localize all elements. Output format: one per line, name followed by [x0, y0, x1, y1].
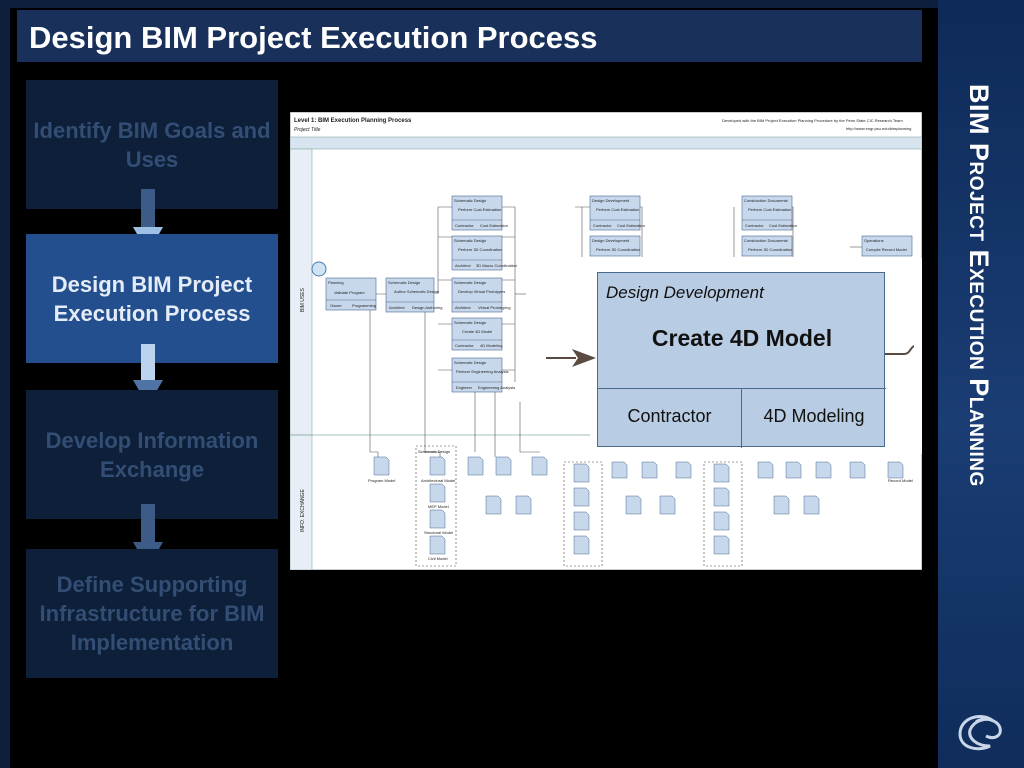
box-c2: Cost Estimation	[769, 223, 797, 228]
exchange-label: Architectural Model	[421, 478, 455, 483]
box-title: Develop Virtual Prototypes	[458, 289, 505, 294]
lane-info-exchange: INFO. EXCHANGE	[300, 489, 306, 532]
box-title: Perform 3D Coordination	[458, 247, 502, 252]
box-phase: Schematic Design	[454, 360, 486, 365]
box-title: Perform Cost Estimation	[596, 207, 639, 212]
level-title: Level 1: BIM Execution Planning Process	[294, 118, 412, 124]
box-phase: Construction Documents	[744, 238, 788, 243]
box-c1: Contractor	[593, 223, 612, 228]
slide-top-frame	[0, 0, 938, 8]
box-c2: Programming	[352, 303, 376, 308]
exchange-label: Record Model	[888, 478, 913, 483]
step-label: Define Supporting Infrastructure for BIM…	[39, 572, 265, 655]
callout-arrow-in	[546, 349, 596, 367]
project-title: Project Title	[294, 127, 321, 133]
box-c2: Engineering Analysis	[478, 385, 515, 390]
title-bar: Design BIM Project Execution Process	[17, 10, 922, 62]
box-c2: Virtual Prototyping	[478, 305, 511, 310]
penn-state-logo-icon	[958, 715, 1002, 751]
side-band	[938, 0, 1024, 768]
box-phase: Construction Documents	[744, 198, 788, 203]
box-phase: Operations	[864, 238, 884, 243]
callout-responsible-party: Contractor	[627, 406, 712, 426]
box-phase: Schematic Design	[388, 280, 420, 285]
box-c1: Architect	[455, 305, 471, 310]
box-phase: Schematic Design	[454, 198, 486, 203]
slide-title: Design BIM Project Execution Process	[29, 20, 598, 55]
box-c2: 3D Macro Coordination	[476, 263, 517, 268]
callout-divider	[598, 388, 886, 389]
callout-phase: Design Development	[606, 283, 764, 302]
exchange-label: Structural Model	[424, 530, 453, 535]
box-title: Perform Engineering Analysis	[456, 369, 508, 374]
exchange-label: Civil Model	[428, 556, 448, 561]
box-phase: Schematic Design	[454, 280, 486, 285]
box-phase: Design Development	[592, 238, 630, 243]
lane-bim-uses: BIM USES	[300, 287, 306, 312]
box-title: Perform 3D Coordination	[596, 247, 640, 252]
box-phase: Planning	[328, 280, 344, 285]
credit-url: http://www.engr.psu.edu/bimplanning	[846, 126, 911, 131]
box-title: Compile Record Model	[866, 247, 907, 252]
box-c2: Design Authoring	[412, 305, 442, 310]
step-label: Design BIM Project Execution Process	[51, 271, 253, 326]
callout-bim-use: 4D Modeling	[763, 406, 865, 426]
box-phase: Schematic Design	[454, 238, 486, 243]
box-c2: Cost Estimation	[617, 223, 645, 228]
side-title: BIM Project Execution Planning	[964, 84, 994, 487]
box-title: Perform Cost Estimation	[748, 207, 791, 212]
box-phase: Schematic Design	[454, 320, 486, 325]
uses-boxes: Planning Validate Program Owner Programm…	[325, 195, 913, 393]
callout-title: Create 4D Model	[651, 325, 833, 351]
step-design-execution-process[interactable]: Design BIM Project Execution Process	[26, 234, 278, 363]
step-define-supporting-infrastructure[interactable]: Define Supporting Infrastructure for BIM…	[26, 549, 278, 678]
box-c1: Owner	[330, 303, 342, 308]
box-c1: Contractor	[455, 223, 474, 228]
exchange-label: Program Model	[368, 478, 395, 483]
box-c1: Engineer	[456, 385, 473, 390]
box-c2: Cost Estimation	[480, 223, 508, 228]
box-title: Author Schematic Design	[394, 289, 439, 294]
box-c2: 4D Modeling	[480, 343, 502, 348]
callout-column-divider	[741, 388, 742, 448]
box-title: Create 4D Model	[462, 329, 492, 334]
step-identify-bim-goals[interactable]: Identify BIM Goals and Uses	[26, 80, 278, 209]
box-c1: Contractor	[745, 223, 764, 228]
credit: Developed with the BIM Project Execution…	[722, 118, 903, 123]
step-label: Identify BIM Goals and Uses	[33, 117, 271, 172]
box-title: Perform Cost Estimation	[458, 207, 501, 212]
callout-arrow-out	[884, 345, 914, 355]
box-title: Perform 3D Coordination	[748, 247, 792, 252]
box-c1: Contractor	[455, 343, 474, 348]
box-phase: Design Development	[592, 198, 630, 203]
callout-create-4d-model: Design Development Create 4D Model Contr…	[597, 272, 886, 448]
exchange-group-label: Schematic Design	[418, 449, 450, 454]
exchange-label: MEP Model	[428, 504, 449, 509]
step-develop-information-exchange[interactable]: Develop Information Exchange	[26, 390, 278, 519]
step-label: Develop Information Exchange	[45, 427, 259, 482]
box-c1: Architect	[455, 263, 471, 268]
box-c1: Architect	[389, 305, 405, 310]
box-title: Validate Program	[334, 290, 365, 295]
slide-left-frame	[0, 0, 10, 768]
